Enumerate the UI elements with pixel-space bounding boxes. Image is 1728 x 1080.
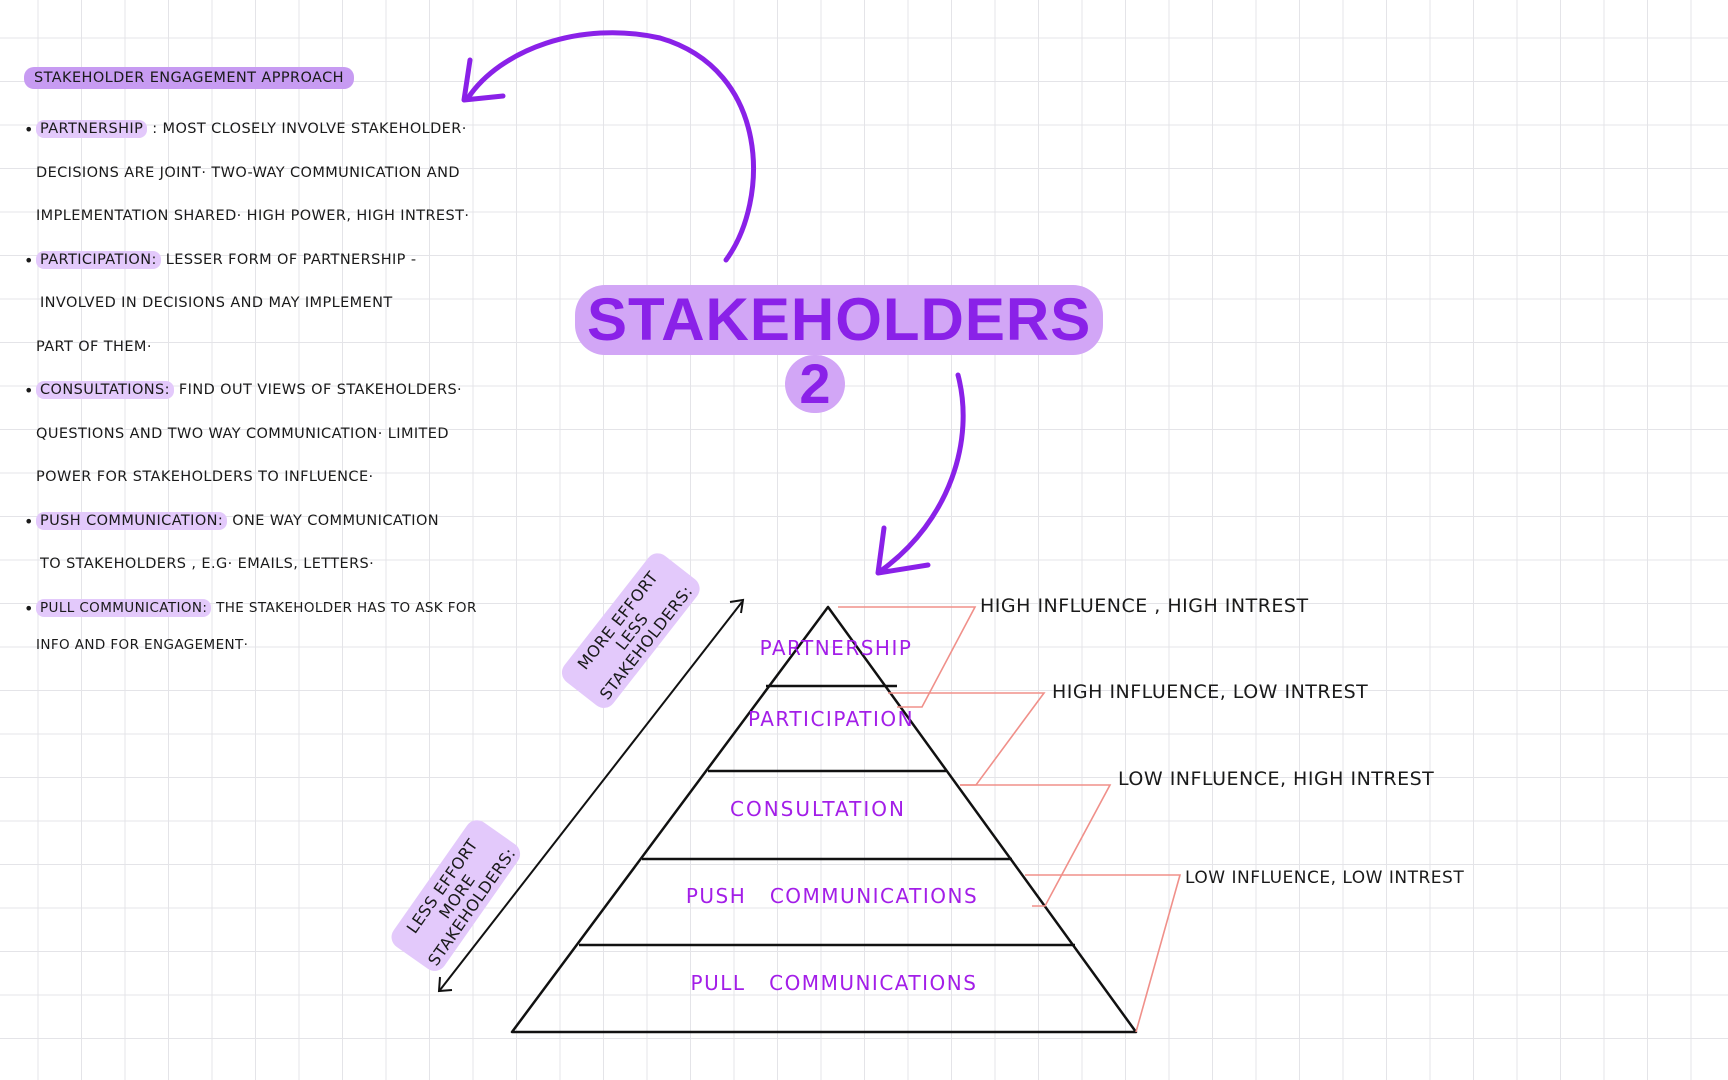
curve-arrow-to-pyramid: [879, 372, 966, 573]
level-participation: PARTICIPATION: [748, 707, 914, 731]
note-term: PUSH COMMUNICATION:: [36, 511, 228, 530]
category-connectors: [838, 606, 1182, 1033]
connector-high-high: [838, 606, 977, 708]
notes-heading: STAKEHOLDER ENGAGEMENT APPROACH: [24, 67, 354, 89]
category-high-influence-low-interest: HIGH INFLUENCE, LOW INTREST: [1052, 681, 1368, 703]
arrow-up-icon: [729, 598, 745, 614]
note-term: PARTNERSHIP: [36, 120, 148, 138]
note-text: FIND OUT VIEWS OF STAKEHOLDERS·: [178, 382, 463, 398]
note-text: ONE WAY COMMUNICATION: [232, 512, 440, 529]
pyramid-outline: [510, 605, 1138, 1034]
note-text: TO STAKEHOLDERS , e.g· EMAILS, LETTERS·: [40, 556, 375, 572]
arrowhead-icon: [875, 525, 931, 576]
note-text: PART OF THEM·: [36, 338, 152, 355]
title-number: 2: [785, 355, 845, 413]
note-item-partnership: PARTNERSHIP : MOST CLOSELY INVOLVE STAKE…: [24, 108, 570, 239]
axis-highlight: [561, 553, 700, 708]
note-term: CONSULTATIONS:: [36, 381, 174, 399]
engagement-notes: STAKEHOLDER ENGAGEMENT APPROACH PARTNERS…: [24, 52, 570, 668]
title-word: STAKEHOLDERS: [575, 285, 1104, 355]
note-item-participation: PARTICIPATION: LESSER FORM OF PARTNERSHI…: [24, 239, 570, 370]
curve-arrow-to-heading: [465, 30, 756, 263]
note-text: QUESTIONS AND TWO WAY COMMUNICATION· LIM…: [36, 425, 449, 442]
level-consultation: CONSULTATION: [730, 797, 906, 821]
arrowhead-icon: [461, 57, 506, 103]
note-item-consultations: CONSULTATIONS: FIND OUT VIEWS OF STAKEHO…: [24, 369, 570, 500]
note-text: DECISIONS ARE JOINT· TWO-WAY COMMUNICATI…: [36, 164, 460, 181]
level-pull-communications: PULL COMMUNICATIONS: [691, 971, 978, 995]
category-high-influence-high-interest: HIGH INFLUENCE , HIGH INTREST: [980, 595, 1309, 617]
note-text: IMPLEMENTATION SHARED· HIGH POWER, HIGH …: [36, 208, 470, 224]
note-text: THE STAKEHOLDER HAS TO ASK FOR: [216, 599, 477, 616]
page-title: STAKEHOLDERS 2: [575, 285, 1104, 413]
category-low-influence-high-interest: LOW INFLUENCE, HIGH INTREST: [1118, 768, 1434, 790]
connector-low-low: [1025, 874, 1182, 1033]
effort-axis-line: [439, 601, 743, 991]
connector-low-high: [960, 784, 1112, 907]
note-text: MOST CLOSELY INVOLVE STAKEHOLDER·: [162, 121, 467, 137]
note-term: PULL COMMUNICATION:: [36, 598, 212, 617]
note-text: INFO AND FOR ENGAGEMENT·: [36, 637, 249, 653]
note-text: INVOLVED IN DECISIONS AND MAY IMPLEMENT: [40, 295, 393, 311]
axis-highlight: [391, 820, 521, 971]
note-text: POWER FOR STAKEHOLDERS TO INFLUENCE·: [36, 469, 374, 485]
level-partnership: PARTNERSHIP: [760, 636, 913, 660]
note-item-push: PUSH COMMUNICATION: ONE WAY COMMUNICATIO…: [24, 500, 570, 587]
level-push-communications: PUSH COMMUNICATIONS: [686, 884, 978, 908]
note-term: PARTICIPATION:: [36, 250, 161, 269]
arrow-down-icon: [437, 976, 453, 993]
category-low-influence-low-interest: LOW INFLUENCE, LOW INTREST: [1185, 868, 1464, 888]
note-item-pull: PULL COMMUNICATION: THE STAKEHOLDER HAS …: [24, 587, 570, 668]
note-text: LESSER FORM OF PARTNERSHIP -: [165, 251, 417, 268]
